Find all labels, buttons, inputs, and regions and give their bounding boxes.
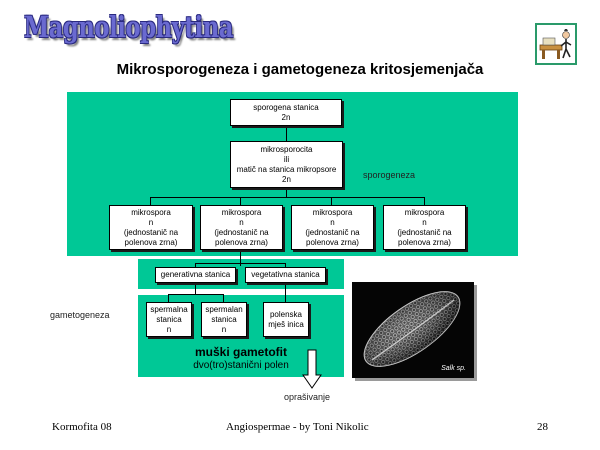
connector-line [195, 263, 196, 267]
page-number: 28 [537, 421, 548, 433]
connector-line [424, 197, 425, 205]
box-text: n [239, 217, 244, 227]
box-text: mikrospora [131, 207, 171, 217]
box-text: (jednostanič na [305, 227, 360, 237]
box-text: n [422, 217, 427, 227]
box-text: generativna stanica [160, 270, 231, 279]
pollen-grain-image: Salk sp. [352, 282, 474, 378]
box-text: spermalna [150, 304, 188, 314]
muski-gametofit-title: muški gametofit [194, 345, 287, 359]
sporogena-stanica-box: sporogena stanica 2n [230, 99, 342, 126]
mikrospora-box-3: mikrospora n (jednostanič na polenova zr… [291, 205, 374, 250]
desk-figure-icon[interactable] [535, 23, 577, 65]
box-text: stanica [156, 314, 182, 324]
box-text: n [221, 324, 227, 334]
connector-line [286, 188, 287, 197]
polenska-mjesinica-box: polenska mješ inica [263, 302, 309, 337]
photo-credit: Salk sp. [441, 365, 466, 372]
box-text: ili [283, 154, 290, 164]
box-text: n [148, 217, 154, 227]
connector-line [286, 126, 287, 141]
mikrospora-box-4: mikrospora n (jednostanič na polenova zr… [383, 205, 466, 250]
mikrospora-box-2: mikrospora n (jednostanič na polenova zr… [200, 205, 283, 250]
connector-line [195, 263, 285, 264]
box-text: n [330, 217, 335, 227]
box-text: mješ inica [268, 319, 304, 329]
gametogeneza-label: gametogeneza [50, 310, 110, 320]
footer-center: Angiospermae - by Toni Nikolic [226, 421, 369, 433]
connector-line [223, 294, 224, 302]
box-text: stanica [211, 314, 237, 324]
box-text: polenova zrna) [398, 237, 451, 247]
sporogeneza-label: sporogeneza [363, 170, 416, 180]
footer-left: Kormofita 08 [52, 421, 112, 433]
connector-line [150, 197, 425, 198]
connector-line [150, 197, 151, 205]
slide-subtitle: Mikrosporogeneza i gametogeneza kritosje… [116, 61, 484, 78]
muski-gametofit-subtitle: dvo(tro)stanični polen [193, 360, 289, 371]
box-text: (jednostanič na [123, 227, 179, 237]
box-text: vegetativna stanica [251, 270, 320, 279]
down-arrow-icon [302, 349, 322, 389]
slide-title: Magnoliophytina [24, 10, 234, 44]
connector-line [285, 263, 286, 267]
box-text: n [166, 324, 172, 334]
box-text: sporogena stanica [253, 102, 319, 112]
box-text: polenova zrna) [306, 237, 359, 247]
box-text: mikrospora [221, 207, 262, 217]
box-text: 2n [282, 174, 291, 184]
generativna-stanica-box: generativna stanica [155, 267, 236, 283]
mikrosporocita-box: mikrosporocita ili matič na stanica mikr… [230, 141, 343, 188]
connector-line [195, 283, 196, 294]
connector-line [285, 283, 286, 302]
box-text: mikrospora [312, 207, 353, 217]
connector-line [240, 197, 241, 205]
oprasivanje-label: oprašivanje [284, 392, 331, 402]
box-text: spermalan [205, 304, 243, 314]
box-text: matič na stanica mikropsore [236, 164, 337, 174]
spermalna-stanica-box-1: spermalna stanica n [146, 302, 192, 337]
spermalna-stanica-box-2: spermalan stanica n [201, 302, 247, 337]
vegetativna-stanica-box: vegetativna stanica [245, 267, 326, 283]
box-text: (jednostanič na [214, 227, 269, 237]
connector-line [240, 250, 241, 266]
box-text: mikrosporocita [260, 144, 313, 154]
box-text: 2n [281, 112, 291, 122]
connector-line [168, 294, 224, 295]
box-text: (jednostanič na [397, 227, 452, 237]
box-text: polenova zrna) [215, 237, 268, 247]
box-text: polenova zrna) [124, 237, 178, 247]
box-text: mikrospora [404, 207, 445, 217]
connector-line [168, 294, 169, 302]
mikrospora-box-1: mikrospora n (jednostanič na polenova zr… [109, 205, 193, 250]
box-text: polenska [269, 309, 303, 319]
connector-line [331, 197, 332, 205]
